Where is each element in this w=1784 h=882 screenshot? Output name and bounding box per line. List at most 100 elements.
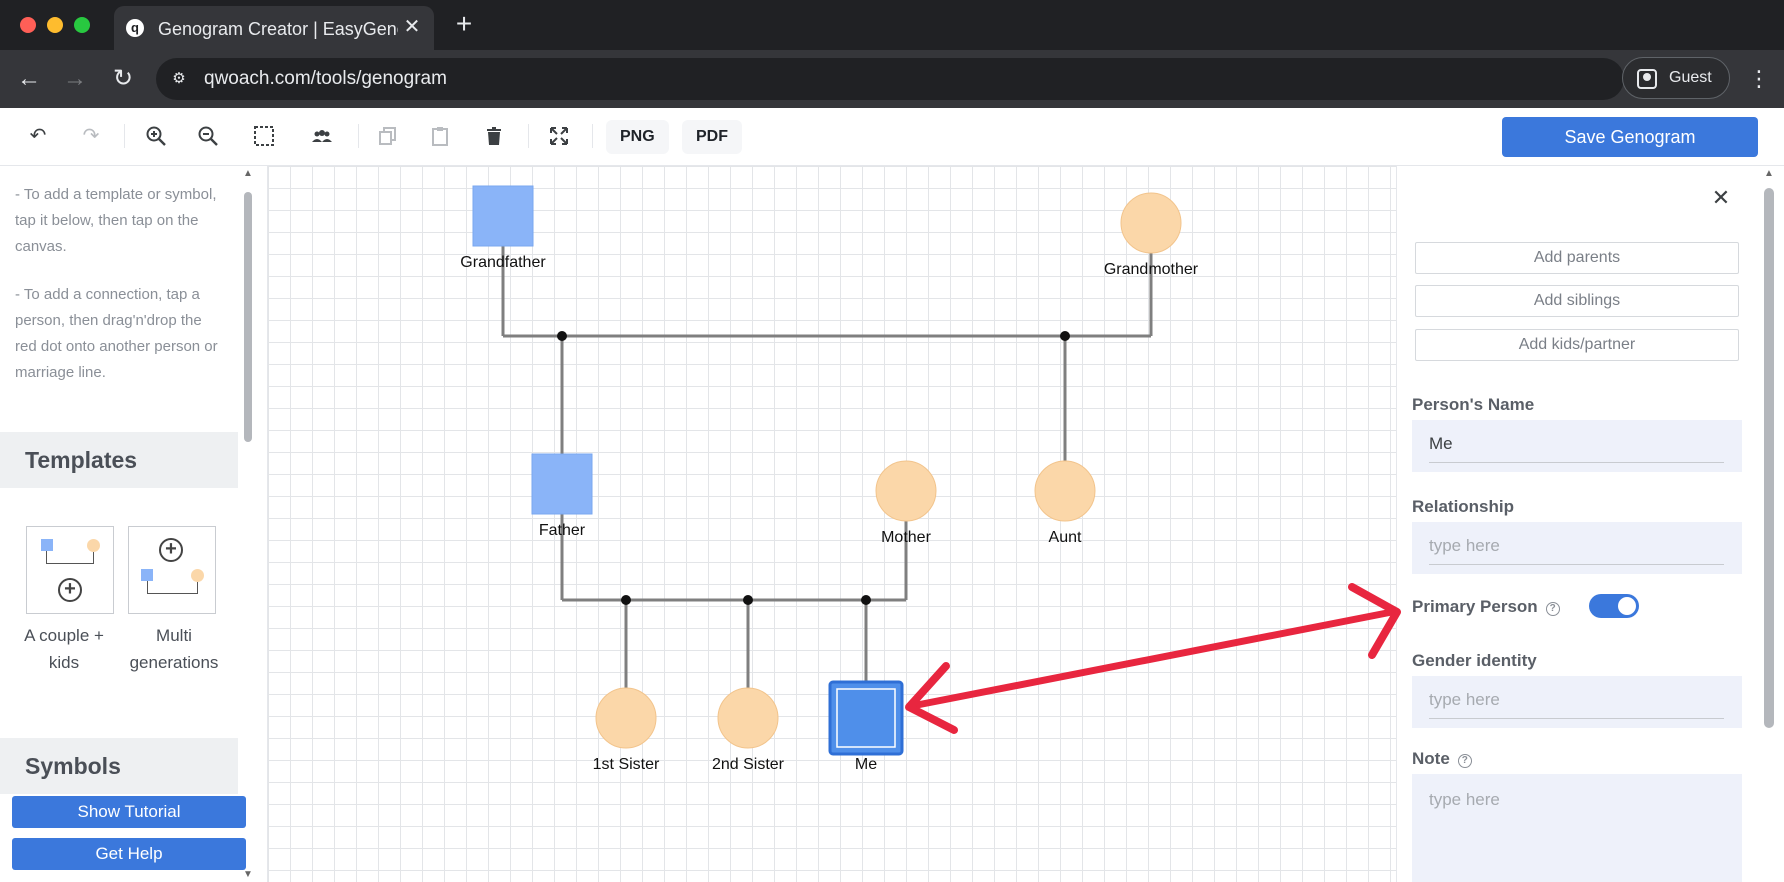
person-label-grandfather: Grandfather: [460, 254, 546, 271]
add-parents-button[interactable]: Add parents: [1415, 242, 1739, 274]
tab-close-icon[interactable]: ✕: [403, 16, 421, 38]
add-kids-partner-button[interactable]: Add kids/partner: [1415, 329, 1739, 361]
add-siblings-button[interactable]: Add siblings: [1415, 285, 1739, 317]
junction-dot[interactable]: [1060, 331, 1070, 341]
browser-tab[interactable]: q Genogram Creator | EasyGenogram ✕: [114, 6, 434, 50]
maximize-window-button[interactable]: [74, 17, 90, 33]
toolbar-divider: [528, 124, 529, 148]
symbols-heading: Symbols: [0, 738, 238, 794]
close-panel-icon[interactable]: ✕: [1711, 185, 1731, 210]
get-help-button[interactable]: Get Help: [12, 838, 246, 870]
person-me-selection[interactable]: [828, 680, 904, 756]
template-female-symbol: [87, 539, 100, 552]
sidebar-scrollbar[interactable]: ▲ ▼: [242, 166, 254, 882]
template-multi-generations[interactable]: +: [128, 526, 216, 614]
delete-icon[interactable]: [478, 120, 510, 152]
sidebar-scroll-thumb[interactable]: [244, 192, 252, 442]
template-label-multi-generations: Multi generations: [129, 626, 219, 672]
person-grandfather[interactable]: [472, 185, 534, 247]
relationship-placeholder: type here: [1429, 536, 1500, 555]
templates-heading: Templates: [0, 432, 238, 488]
export-pdf-button[interactable]: PDF: [682, 120, 742, 154]
export-png-button[interactable]: PNG: [606, 120, 669, 154]
person-label-grandmother: Grandmother: [1104, 261, 1199, 278]
app-toolbar: ↶ ↷ PNG PDF Save Genogram: [0, 108, 1784, 166]
browser-tab-bar: q Genogram Creator | EasyGenogram ✕ +: [0, 0, 1784, 50]
person-name-input[interactable]: Me: [1412, 420, 1742, 472]
copy-icon[interactable]: [372, 120, 404, 152]
primary-person-toggle[interactable]: [1589, 594, 1639, 618]
tab-title: Genogram Creator | EasyGenogram: [158, 19, 398, 39]
toolbar-divider: [592, 124, 593, 148]
zoom-out-icon[interactable]: [192, 120, 224, 152]
add-plus-icon: +: [58, 578, 82, 602]
fit-to-screen-icon[interactable]: [543, 120, 575, 152]
select-area-icon[interactable]: [248, 120, 280, 152]
panel-scroll-thumb[interactable]: [1764, 188, 1774, 728]
note-label: Note?: [1412, 749, 1472, 769]
template-label-couple-kids: A couple + kids: [24, 626, 104, 672]
paste-icon[interactable]: [424, 120, 456, 152]
show-tutorial-button[interactable]: Show Tutorial: [12, 796, 246, 828]
scroll-up-icon[interactable]: ▲: [1764, 168, 1774, 179]
person-mother[interactable]: [875, 460, 937, 522]
profile-button[interactable]: Guest: [1622, 57, 1730, 99]
undo-icon[interactable]: ↶: [29, 125, 47, 147]
person-grandmother[interactable]: [1120, 192, 1182, 254]
template-male-symbol: [41, 539, 53, 551]
group-people-icon[interactable]: [306, 120, 338, 152]
redo-icon[interactable]: ↷: [82, 125, 100, 147]
template-male-symbol: [141, 569, 153, 581]
gender-identity-placeholder: type here: [1429, 690, 1500, 709]
site-settings-icon[interactable]: ⚙: [172, 70, 186, 87]
zoom-in-icon[interactable]: [140, 120, 172, 152]
primary-person-label: Primary Person?: [1412, 597, 1560, 617]
new-tab-button[interactable]: +: [455, 8, 473, 39]
person-label-2nd-sister: 2nd Sister: [712, 756, 785, 773]
person-aunt[interactable]: [1034, 460, 1096, 522]
note-textarea[interactable]: type here: [1412, 774, 1742, 882]
minimize-window-button[interactable]: [47, 17, 63, 33]
junction-dot[interactable]: [743, 595, 753, 605]
person-father[interactable]: [531, 453, 593, 515]
person-label-me: Me: [855, 756, 877, 773]
url-field[interactable]: ⚙ qwoach.com/tools/genogram: [156, 58, 1624, 100]
junction-dot[interactable]: [861, 595, 871, 605]
help-icon[interactable]: ?: [1545, 602, 1560, 616]
junction-dot[interactable]: [621, 595, 631, 605]
junction-dot[interactable]: [557, 331, 567, 341]
person-1st-sister[interactable]: [595, 687, 657, 749]
note-placeholder: type here: [1429, 790, 1500, 809]
template-couple-kids[interactable]: +: [26, 526, 114, 614]
left-sidebar: - To add a template or symbol, tap it be…: [0, 166, 268, 882]
relationship-label: Relationship: [1412, 497, 1515, 516]
relationship-input[interactable]: type here: [1412, 522, 1742, 574]
person-name-label: Person's Name: [1412, 395, 1535, 414]
person-2nd-sister[interactable]: [717, 687, 779, 749]
forward-icon[interactable]: →: [63, 65, 87, 92]
person-name-value: Me: [1429, 434, 1453, 453]
gender-identity-input[interactable]: type here: [1412, 676, 1742, 728]
url-text: qwoach.com/tools/genogram: [204, 68, 447, 89]
person-properties-panel: ✕ Add parents Add siblings Add kids/part…: [1396, 166, 1784, 882]
instruction-add-template: - To add a template or symbol, tap it be…: [15, 186, 217, 255]
person-label-aunt: Aunt: [1049, 529, 1082, 546]
browser-menu-icon[interactable]: ⋮: [1748, 66, 1770, 91]
back-icon[interactable]: ←: [17, 65, 41, 92]
panel-scrollbar[interactable]: ▲: [1761, 166, 1777, 882]
toolbar-divider: [358, 124, 359, 148]
reload-icon[interactable]: ↻: [112, 65, 134, 92]
scroll-up-icon[interactable]: ▲: [243, 168, 253, 179]
close-window-button[interactable]: [20, 17, 36, 33]
instruction-add-connection: - To add a connection, tap a person, the…: [15, 286, 218, 381]
help-icon[interactable]: ?: [1457, 754, 1472, 768]
add-plus-icon: +: [159, 538, 183, 562]
person-label-mother: Mother: [881, 529, 931, 546]
save-genogram-button[interactable]: Save Genogram: [1502, 117, 1758, 157]
scroll-down-icon[interactable]: ▼: [243, 869, 253, 880]
person-me-inner-border: [836, 688, 896, 748]
person-label-1st-sister: 1st Sister: [593, 756, 660, 773]
